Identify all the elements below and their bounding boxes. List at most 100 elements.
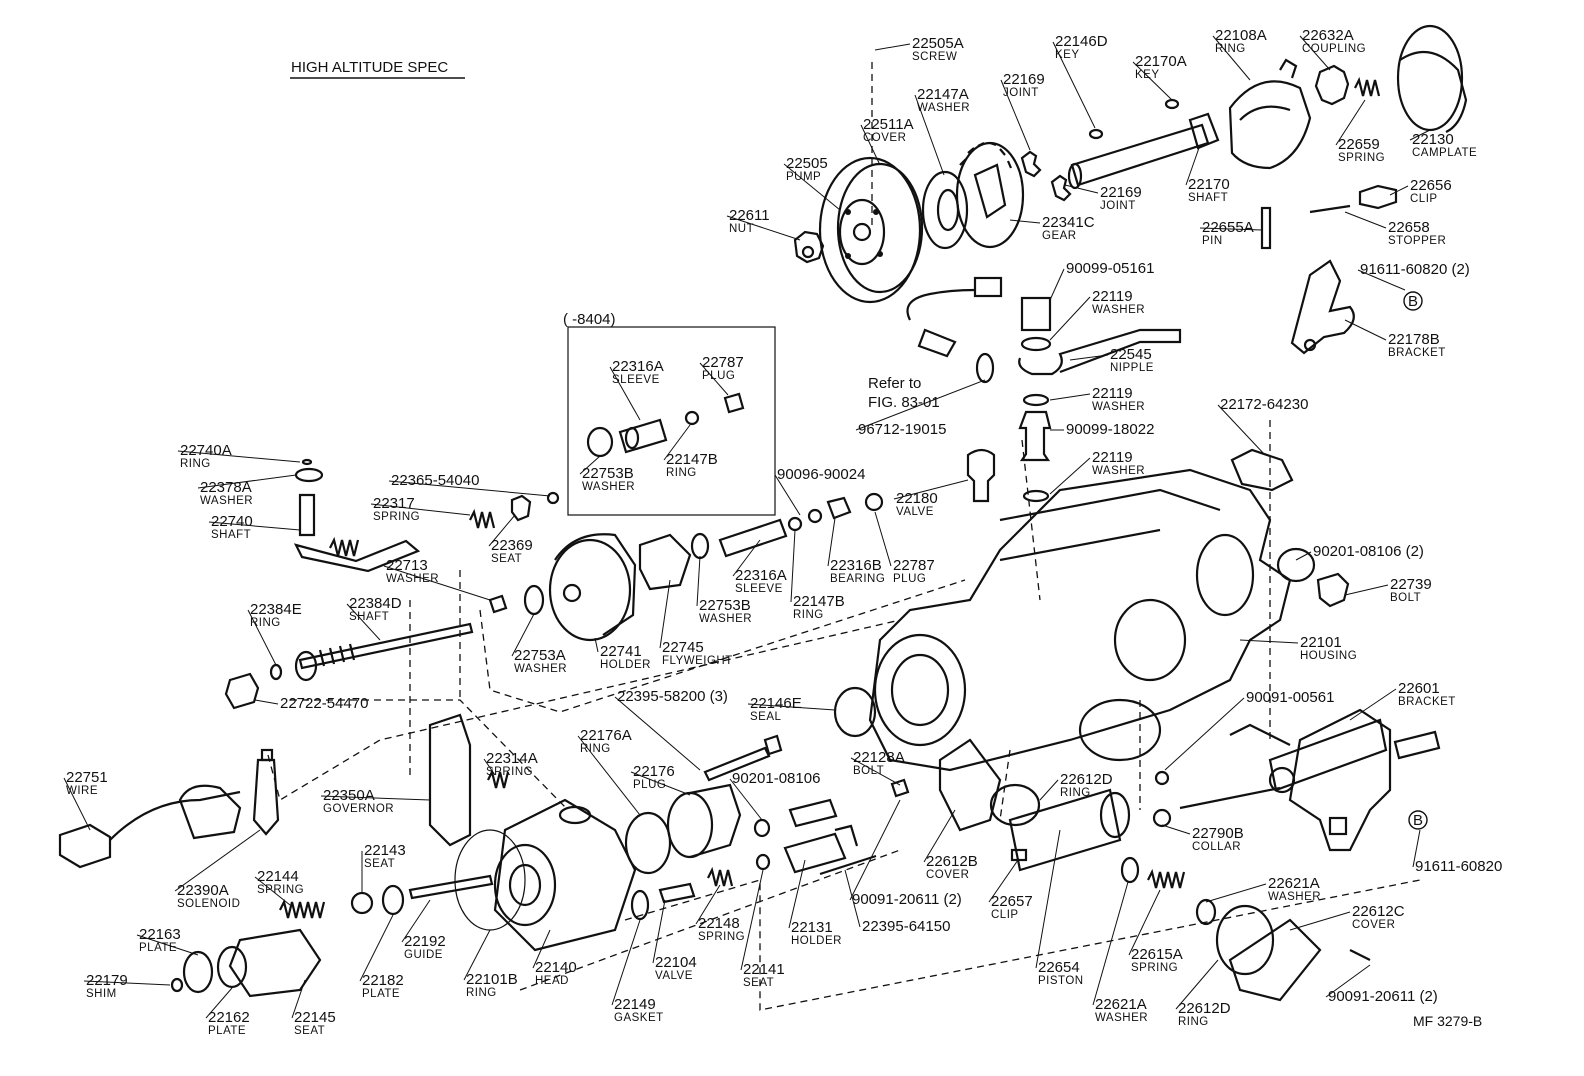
callout-sleeve-22316A-number: 22316A (612, 358, 664, 375)
bolt-22739-drawing (1316, 572, 1350, 608)
holder-22131-drawing (783, 824, 859, 874)
callout-p-90091-20611-2b-number: 90091-20611 (2) (1328, 988, 1438, 1005)
callout-ring-22384E-name: RING (250, 617, 281, 629)
callout-ring-22384E-number: 22384E (250, 601, 302, 618)
leader-housing-22101 (1239, 639, 1299, 644)
bolt-64150-drawing (819, 854, 877, 876)
callout-ring-22176A-name: RING (580, 743, 611, 755)
callout-valve-22180-name: VALVE (896, 506, 934, 518)
callout-cover-22612B-number: 22612B (926, 853, 978, 870)
callout-washer-22147A-name: WASHER (917, 102, 970, 114)
callout-holder-22131-number: 22131 (791, 919, 833, 936)
callout-joint-22169b-number: 22169 (1100, 184, 1142, 201)
washer-22621A-drawing (1120, 856, 1140, 884)
leader-holder-22741 (594, 637, 599, 653)
callout-p-96712-19015-number: 96712-19015 (858, 421, 946, 438)
figure-reference: Refer to FIG. 83-01 (868, 374, 940, 412)
leader-p-22722-54470 (254, 699, 279, 705)
circle-marker-2: B (1408, 810, 1428, 830)
washer-22713-drawing (488, 594, 508, 614)
callout-ring-22147Bb-number: 22147B (793, 593, 845, 610)
callout-ring-22147B-name: RING (666, 467, 697, 479)
callout-pin-22655A-number: 22655A (1202, 219, 1254, 236)
callout-stopper-22658-name: STOPPER (1388, 235, 1446, 247)
callout-seat-22141-name: SEAT (743, 977, 774, 989)
callout-bolt-22128A-name: BOLT (853, 765, 884, 777)
callout-p-90201-08106-number: 90201-08106 (732, 770, 820, 787)
callout-plug-22176-name: PLUG (633, 779, 666, 791)
valve-22104-drawing (658, 882, 696, 904)
ring-22384E-drawing (269, 663, 283, 681)
leader-washer-22119b (1049, 393, 1091, 401)
leader-spring-22148 (695, 884, 721, 925)
leader-clip-22656 (1389, 185, 1409, 196)
leader-bolt-22128A (850, 757, 901, 786)
bracket-22172-drawing (1230, 448, 1294, 492)
leader-bolt-22739 (1344, 584, 1389, 596)
bracket-22601-drawing (1179, 708, 1441, 852)
holder-22741-drawing (548, 533, 637, 642)
bearing-drawing (826, 496, 852, 520)
callout-ring-22101B-number: 22101B (466, 971, 518, 988)
callout-key-22146D-name: KEY (1055, 49, 1080, 61)
callout-bracket-22178B-name: BRACKET (1388, 347, 1446, 359)
callout-plug-22787-name: PLUG (702, 370, 735, 382)
callout-spring-22615A-name: SPRING (1131, 962, 1178, 974)
leader-cover-22511A (860, 124, 881, 166)
leader-washer-22753Bb (696, 555, 701, 607)
spring-drawing (1354, 76, 1381, 97)
callout-shaft-22740-number: 22740 (211, 513, 253, 530)
dashed-lines (267, 62, 1421, 1011)
callout-gasket-22149-number: 22149 (614, 996, 656, 1013)
callout-plug-22787b-number: 22787 (893, 557, 935, 574)
callout-bracket-22601-name: BRACKET (1398, 696, 1456, 708)
callout-guide-22192-number: 22192 (404, 933, 446, 950)
callout-p-91611-60820-number: 91611-60820 (1415, 858, 1502, 875)
callout-seat-22145-name: SEAT (294, 1025, 325, 1037)
leader-washer-22147A (914, 94, 945, 176)
callout-shim-22179-number: 22179 (86, 972, 128, 989)
callout-key-22146D-number: 22146D (1055, 33, 1108, 50)
callout-washer-22621A-name: WASHER (1268, 891, 1321, 903)
callout-ring-22612D-name: RING (1060, 787, 1091, 799)
leader-governor-22350A (320, 795, 431, 801)
callout-flyweight-22745-number: 22745 (662, 639, 704, 656)
leader-stopper-22658 (1344, 211, 1387, 229)
callout-washer-22753Bb-name: WASHER (699, 613, 752, 625)
leader-gasket-22149 (611, 919, 641, 1006)
leader-ring-22147B (663, 424, 691, 461)
leader-nipple-22545 (1069, 354, 1109, 361)
inset-period-label: ( -8404) (563, 311, 616, 328)
spring-22615A-drawing (1147, 868, 1186, 889)
callout-joint-22169-number: 22169 (1003, 71, 1045, 88)
callout-collar-22790B-name: COLLAR (1192, 841, 1241, 853)
seat-22369-drawing (510, 494, 532, 522)
callout-seal-22146E-number: 22146E (750, 695, 802, 712)
callout-shaft-22170-number: 22170 (1188, 176, 1230, 193)
callout-p-90099-05161-number: 90099-05161 (1066, 260, 1154, 277)
ring-90201-08106-drawing (753, 818, 771, 838)
callout-washer-22119c-number: 22119 (1092, 449, 1133, 466)
callout-p-90201-08106-2-number: 90201-08106 (2) (1313, 543, 1424, 560)
inset-plug-drawing (723, 392, 745, 414)
plug-22787-drawing (864, 492, 884, 512)
shim-drawing (170, 977, 184, 993)
callout-cover-22612B-name: COVER (926, 869, 969, 881)
callout-spring-22314A-name: SPRING (486, 766, 533, 778)
ring-22176A-drawing (624, 811, 672, 875)
leader-plug-22787 (699, 362, 729, 396)
callout-governor-22350A-number: 22350A (323, 787, 375, 804)
callout-washer-22378A-number: 22378A (200, 479, 252, 496)
solenoid-drawing (58, 748, 280, 869)
pin-drawing (1260, 206, 1272, 250)
leader-ring-22612D (1039, 779, 1059, 801)
leader-plate-22182 (359, 914, 394, 982)
callout-washer-22753B-name: WASHER (582, 481, 635, 493)
leader-shaft-22384D (346, 603, 381, 641)
callout-shaft-22170-name: SHAFT (1188, 192, 1228, 204)
leader-p-22395-64150 (844, 869, 861, 928)
callout-ring-22612Db-name: RING (1178, 1016, 1209, 1028)
leader-shaft-22170 (1185, 144, 1201, 186)
leader-washer-22621A (1205, 883, 1267, 903)
